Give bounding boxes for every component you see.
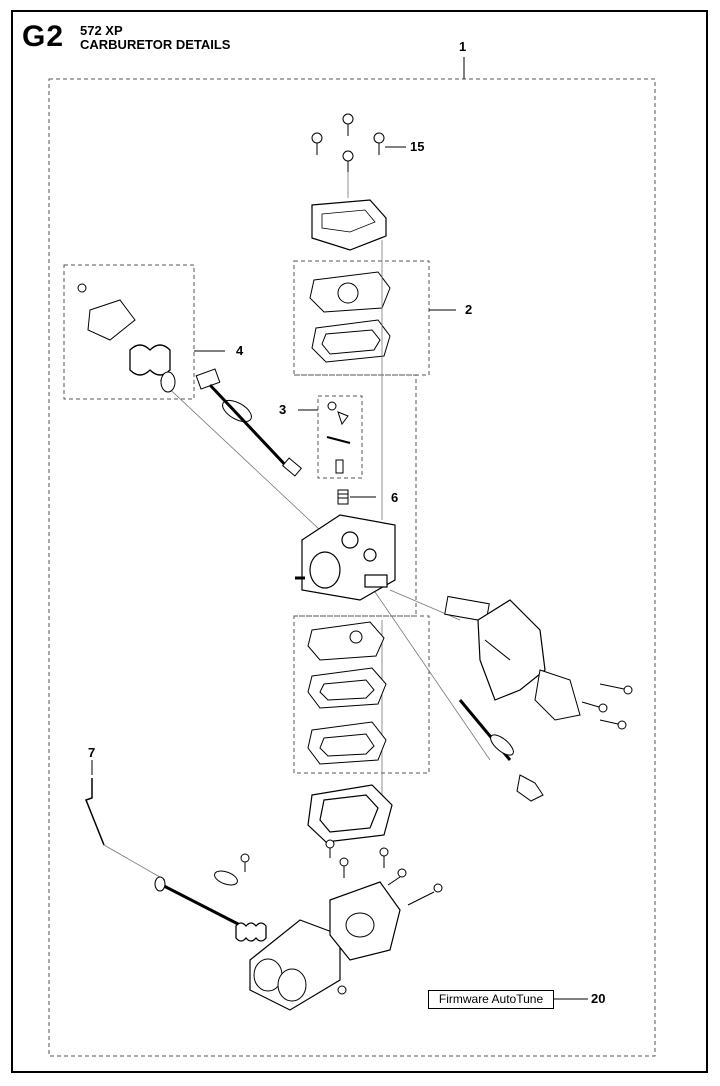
callout-4: 4 xyxy=(236,343,244,358)
pump-gaskets xyxy=(307,621,387,765)
callout-15: 15 xyxy=(410,139,425,154)
needle-spring-6 xyxy=(337,489,349,505)
callout-6: 6 xyxy=(391,490,399,505)
model-name: 572 XP xyxy=(80,23,123,38)
callout-3: 3 xyxy=(279,402,287,417)
link-rod-7 xyxy=(85,778,105,846)
adjust-kit-box-4 xyxy=(63,264,195,400)
firmware-autotune-label: Firmware AutoTune xyxy=(428,990,554,1009)
lower-shaft xyxy=(458,699,544,802)
screw-group-15 xyxy=(311,113,385,172)
small-parts-box-3 xyxy=(317,395,363,479)
callout-7: 7 xyxy=(88,745,96,760)
page-title: CARBURETOR DETAILS xyxy=(80,37,231,52)
intake-assembly xyxy=(154,853,443,1011)
module-screws xyxy=(581,683,633,730)
carb-box xyxy=(294,374,417,617)
autotune-module xyxy=(444,595,581,721)
small-parts-3 xyxy=(326,401,351,474)
gasket-kit-box-2 xyxy=(293,260,430,376)
pump-screws xyxy=(325,839,389,878)
callout-2: 2 xyxy=(465,302,473,317)
callout-1: 1 xyxy=(459,39,467,54)
throttle-shaft xyxy=(195,368,303,477)
carburetor-cover xyxy=(311,199,387,251)
page-frame xyxy=(11,10,708,1073)
pump-cover xyxy=(307,784,393,843)
carburetor-body xyxy=(295,514,396,601)
section-code: G2 xyxy=(22,20,65,53)
assembly-boundary-1 xyxy=(48,78,656,1057)
diaphragm xyxy=(309,271,391,313)
callout-20: 20 xyxy=(591,991,606,1006)
adjustment-assembly-4 xyxy=(77,283,176,393)
pump-gasket-box xyxy=(293,615,430,774)
